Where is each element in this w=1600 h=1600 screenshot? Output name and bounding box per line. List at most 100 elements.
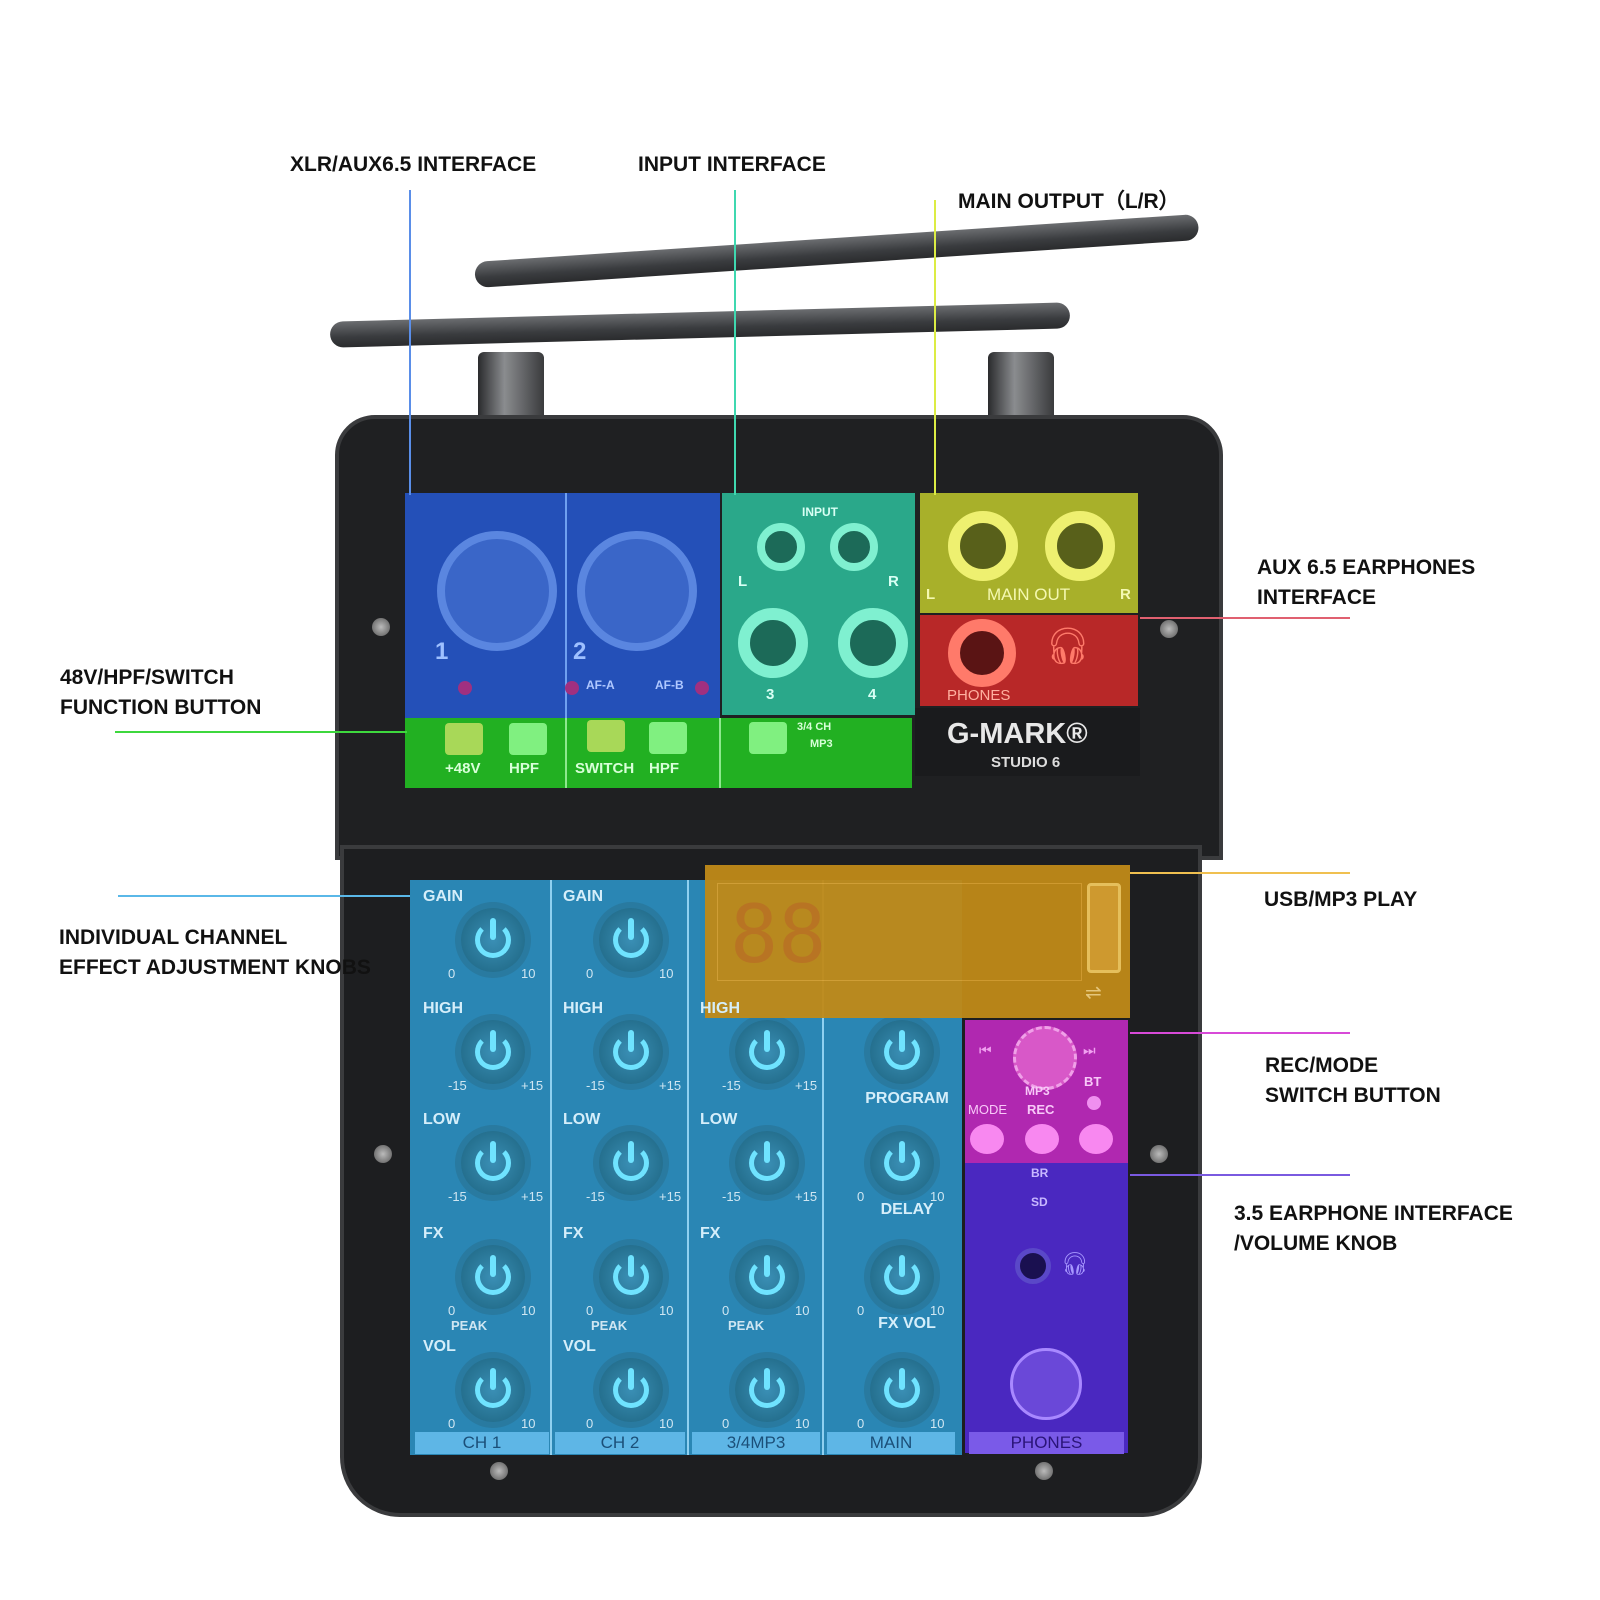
knob-high[interactable] [599, 1020, 663, 1084]
scale-min: -15 [448, 1189, 467, 1204]
knob-low[interactable] [461, 1131, 525, 1195]
scale-max: 10 [659, 1303, 674, 1318]
knob-pointer [628, 918, 634, 940]
button-label: +48V [445, 760, 481, 777]
main-out-left-jack[interactable] [948, 511, 1018, 581]
bt-button[interactable] [1079, 1124, 1113, 1154]
scale-max: +15 [659, 1078, 682, 1093]
knob-vol[interactable] [461, 1358, 525, 1422]
callout-xlr: XLR/AUX6.5 INTERFACE [290, 153, 537, 176]
phones-strip-label: PHONES [969, 1432, 1124, 1454]
xlr-combo-jack-2[interactable] [577, 531, 697, 651]
knob-pointer [490, 1141, 496, 1163]
knob-arc [613, 1145, 649, 1181]
knob-program[interactable] [870, 1020, 934, 1084]
jack-label: 3 [766, 686, 775, 703]
led-icon [695, 681, 709, 695]
knob-arc [475, 922, 511, 958]
knob-arc [613, 1259, 649, 1295]
knob-label: LOW [563, 1111, 601, 1128]
knob-low[interactable] [735, 1131, 799, 1195]
usb-port[interactable] [1087, 883, 1121, 973]
input-r-label: R [888, 573, 899, 590]
knob-high[interactable] [461, 1020, 525, 1084]
scale-max: +15 [659, 1189, 682, 1204]
channel-strip-label: CH 2 [555, 1432, 685, 1454]
ch34-mp3-button[interactable] [749, 722, 787, 754]
next-icon: ⏭ [1083, 1042, 1096, 1058]
knob-delay[interactable] [870, 1131, 934, 1195]
scale-max: +15 [795, 1078, 818, 1093]
hpf-button-1[interactable] [509, 723, 547, 755]
knob-high[interactable] [735, 1020, 799, 1084]
scale-min: 0 [722, 1416, 730, 1431]
screw-icon [490, 1462, 508, 1480]
divider [719, 718, 721, 788]
callout-line-channel [118, 895, 410, 897]
function-button-region: +48V HPF SWITCH HPF 3/4 CH MP3 [405, 718, 912, 788]
divider [687, 880, 689, 1455]
antenna-left [329, 302, 1071, 348]
knob-fx[interactable] [599, 1245, 663, 1309]
knob-gain[interactable] [599, 908, 663, 972]
mp3-control-knob[interactable] [1013, 1026, 1077, 1090]
rca-input-right[interactable] [830, 523, 878, 571]
knob-gain[interactable] [461, 908, 525, 972]
jack-input-4[interactable] [838, 608, 908, 678]
xlr-combo-jack-1[interactable] [437, 531, 557, 651]
callout-usb: USB/MP3 PLAY [1264, 888, 1418, 911]
scale-min: 0 [448, 1303, 456, 1318]
knob-vol[interactable] [599, 1358, 663, 1422]
knob-volume[interactable] [870, 1358, 934, 1422]
earphone-3-5-jack[interactable] [1015, 1248, 1051, 1284]
hpf-button-2[interactable] [649, 722, 687, 754]
knob-arc [884, 1259, 920, 1295]
knob-pointer [628, 1368, 634, 1390]
knob-arc [749, 1034, 785, 1070]
mode-button[interactable] [970, 1124, 1004, 1154]
knob-pointer [899, 1141, 905, 1163]
rca-input-left[interactable] [757, 523, 805, 571]
rec-button[interactable] [1025, 1124, 1059, 1154]
knob-fx-vol[interactable] [870, 1245, 934, 1309]
screw-icon [374, 1145, 392, 1163]
phones-6-5-jack[interactable] [948, 619, 1016, 687]
earphone-volume-knob[interactable] [1010, 1348, 1082, 1420]
knob-label: HIGH [700, 1000, 740, 1017]
button-label: HPF [509, 760, 539, 777]
scale-min: -15 [722, 1078, 741, 1093]
peak-label: PEAK [591, 1318, 628, 1333]
knob-label: LOW [700, 1111, 738, 1128]
knob-fx[interactable] [461, 1245, 525, 1309]
brand-logo: G-MARK® [947, 718, 1088, 750]
knob-pointer [764, 1368, 770, 1390]
scale-min: 0 [722, 1303, 730, 1318]
knob-volume[interactable] [735, 1358, 799, 1422]
callout-earphone35: 3.5 EARPHONE INTERFACE/VOLUME KNOB [1234, 1199, 1513, 1259]
phantom-48v-button[interactable] [445, 723, 483, 755]
rec-mode-region: ⏮ ⏭ MP3 BT MODE REC [965, 1020, 1128, 1163]
phones-region: 🎧︎ PHONES [920, 615, 1138, 706]
callout-line: INDIVIDUAL CHANNEL [59, 926, 288, 949]
scale-min: -15 [586, 1078, 605, 1093]
jack-input-3[interactable] [738, 608, 808, 678]
scale-max: 10 [659, 1416, 674, 1431]
switch-button[interactable] [587, 720, 625, 752]
knob-label: FX VOL [878, 1315, 936, 1332]
knob-fx[interactable] [735, 1245, 799, 1309]
knob-arc [749, 1145, 785, 1181]
knob-label: FX [563, 1225, 584, 1242]
callout-line: REC/MODE [1265, 1054, 1379, 1077]
mp3-label: MP3 [1025, 1084, 1050, 1098]
main-out-right-jack[interactable] [1045, 511, 1115, 581]
bt-led [1087, 1096, 1101, 1110]
antenna-post [988, 352, 1054, 422]
callout-line: EFFECT ADJUSTMENT KNOBS [59, 956, 371, 979]
led-icon [458, 681, 472, 695]
knob-low[interactable] [599, 1131, 663, 1195]
callout-channel-knobs: INDIVIDUAL CHANNEL EFFECT ADJUSTMENT KNOB… [59, 923, 371, 983]
knob-pointer [490, 1030, 496, 1052]
main-out-label: MAIN OUT [987, 585, 1071, 604]
knob-arc [884, 1372, 920, 1408]
